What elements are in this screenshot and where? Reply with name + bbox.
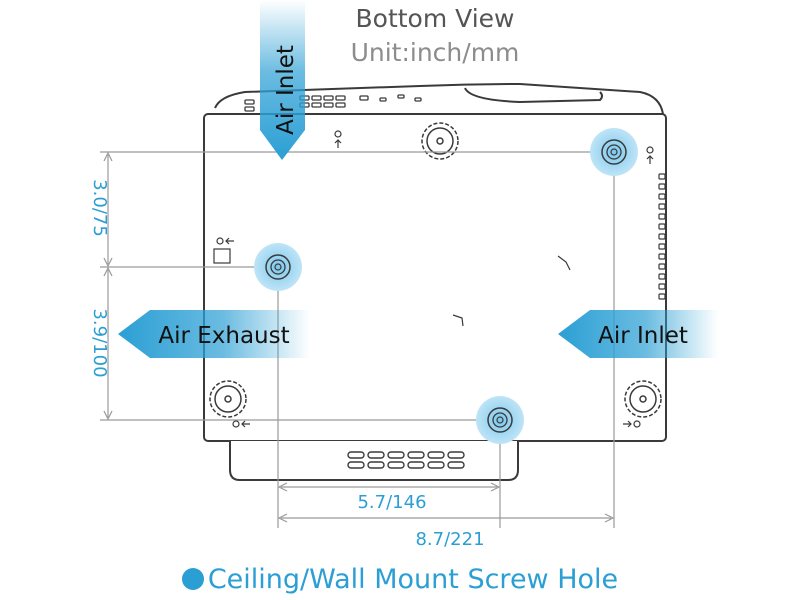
screw-hole-bottom [476,396,524,444]
small-markers [213,130,654,428]
air-exhaust-arrow: Air Exhaust [118,310,310,358]
bottom-vent-block [229,441,519,481]
air-inlet-right-label: Air Inlet [598,323,688,349]
dimension-vertical-lower: 3.9/100 [89,308,110,377]
legend-dot-icon [181,568,204,590]
rubber-foot-bottom-left [209,380,247,418]
dimension-vertical-upper: 3.0/75 [89,179,110,237]
rubber-foot-top [421,122,459,160]
air-exhaust-label: Air Exhaust [158,323,289,349]
air-inlet-top-arrow: Air Inlet [260,0,305,160]
air-inlet-right-arrow: Air Inlet [558,310,718,358]
diagram-title: Bottom View [355,4,515,33]
top-housing [214,82,664,115]
air-inlet-top-label: Air Inlet [273,45,299,135]
dimension-lines [100,151,615,528]
dimension-horizontal-short: 5.7/146 [357,492,426,513]
dimension-horizontal-long: 8.7/221 [415,529,484,550]
legend-label: Ceiling/Wall Mount Screw Hole [207,564,619,595]
legend: Ceiling/Wall Mount Screw Hole [0,564,800,595]
unit-label: Unit:inch/mm [350,38,520,67]
rubber-foot-bottom-right [624,380,662,418]
screw-hole-left [254,243,302,291]
screw-hole-top-right [590,128,638,176]
side-vents [658,173,666,300]
